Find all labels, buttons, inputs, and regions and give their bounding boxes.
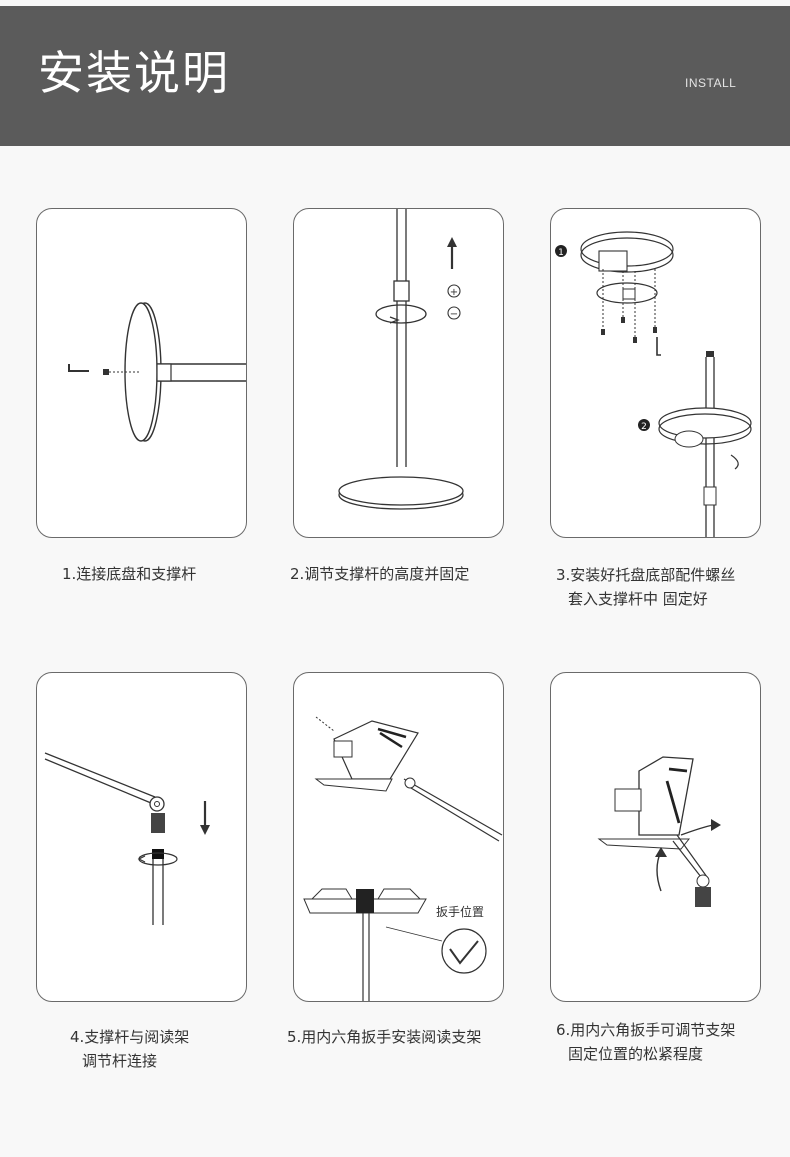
- step-4-caption: 4.支撑杆与阅读架 调节杆连接: [70, 1025, 189, 1073]
- step-3-caption: 3.安装好托盘底部配件螺丝 套入支撑杆中 固定好: [556, 563, 735, 611]
- step-6-illustration: [550, 672, 761, 1002]
- step-2-illustration: + −: [293, 208, 504, 538]
- step-3-illustration: 1 2: [550, 208, 761, 538]
- base-pole-connection-diagram: [68, 302, 246, 442]
- step-1-caption: 1.连接底盘和支撑杆: [62, 562, 196, 586]
- step-6-caption: 6.用内六角扳手可调节支架 固定位置的松紧程度: [556, 1018, 735, 1066]
- step-6-caption-line-2: 固定位置的松紧程度: [568, 1045, 704, 1063]
- page-subtitle: INSTALL: [685, 76, 737, 90]
- header-banner: 安装说明 INSTALL: [0, 6, 790, 146]
- height-adjust-diagram: + −: [338, 209, 464, 510]
- step-3-caption-line-1: 3.安装好托盘底部配件螺丝: [556, 566, 736, 584]
- step-2-caption: 2.调节支撑杆的高度并固定: [290, 562, 469, 586]
- step-4-illustration: [36, 672, 247, 1002]
- step-4-caption-line-2: 调节杆连接: [82, 1052, 158, 1070]
- plus-label: +: [450, 287, 458, 298]
- step-1-illustration: [36, 208, 247, 538]
- step-4-caption-line-1: 4.支撑杆与阅读架: [70, 1028, 190, 1046]
- tightness-adjust-diagram: [597, 756, 721, 907]
- step-5-caption: 5.用内六角扳手安装阅读支架: [287, 1025, 481, 1049]
- step-1-caption-line-1: 1.连接底盘和支撑杆: [62, 565, 197, 583]
- minus-label: −: [450, 309, 458, 320]
- arm-connection-diagram: [44, 752, 210, 925]
- step-5-caption-line-1: 5.用内六角扳手安装阅读支架: [287, 1028, 482, 1046]
- marker-2: 2: [641, 422, 647, 432]
- tray-accessory-diagram: 1 2: [555, 231, 752, 537]
- page-title: 安装说明: [38, 46, 230, 100]
- step-3-caption-line-2: 套入支撑杆中 固定好: [568, 590, 708, 608]
- reading-stand-install-diagram: 扳手位置: [303, 716, 503, 1001]
- wrench-position-label: 扳手位置: [436, 904, 484, 919]
- marker-1: 1: [558, 248, 564, 258]
- step-6-caption-line-1: 6.用内六角扳手可调节支架: [556, 1021, 736, 1039]
- step-5-illustration: 扳手位置: [293, 672, 504, 1002]
- step-2-caption-line-1: 2.调节支撑杆的高度并固定: [290, 565, 470, 583]
